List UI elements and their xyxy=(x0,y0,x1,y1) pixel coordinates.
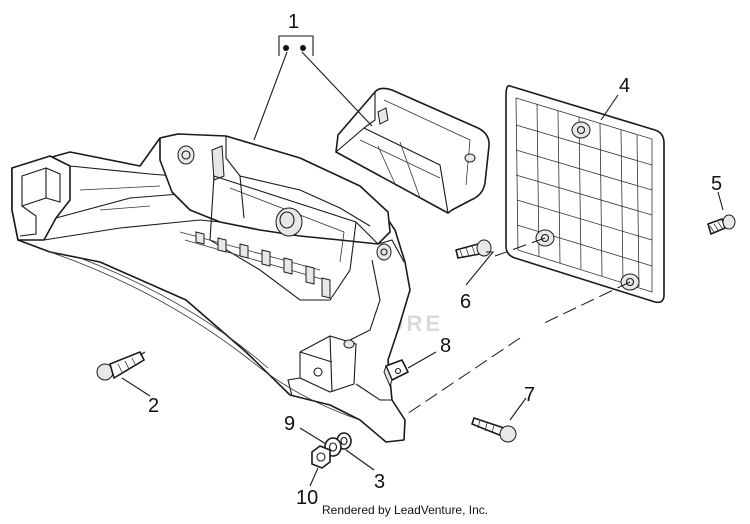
rear-fender-body[interactable] xyxy=(11,133,411,443)
callout-7: 7 xyxy=(524,384,535,406)
callout-2: 2 xyxy=(148,395,159,417)
part-6-screw-icon[interactable] xyxy=(455,239,492,259)
footer-credit: Rendered by LeadVenture, Inc. xyxy=(322,503,488,517)
plate-boss-icon xyxy=(535,121,640,291)
callout-10: 10 xyxy=(296,487,318,509)
callout-4: 4 xyxy=(619,75,630,97)
callout-9: 9 xyxy=(284,413,295,435)
callout-3: 3 xyxy=(374,471,385,493)
callout-leaders xyxy=(121,35,724,487)
part-5-screw-icon[interactable] xyxy=(707,214,736,235)
part-8-clip-icon[interactable] xyxy=(383,359,409,388)
part-4-plate-panel[interactable] xyxy=(505,84,665,304)
callout-8: 8 xyxy=(440,335,451,357)
assembly-lines xyxy=(403,237,631,417)
callout-5: 5 xyxy=(711,173,722,195)
part-1-reflector[interactable] xyxy=(335,87,490,214)
part-2-screw-icon[interactable] xyxy=(96,351,145,381)
callout-6: 6 xyxy=(460,291,471,313)
part-7-screw-icon[interactable] xyxy=(471,417,517,443)
callout-1: 1 xyxy=(288,11,299,33)
part-10-nut-icon[interactable] xyxy=(311,445,331,469)
